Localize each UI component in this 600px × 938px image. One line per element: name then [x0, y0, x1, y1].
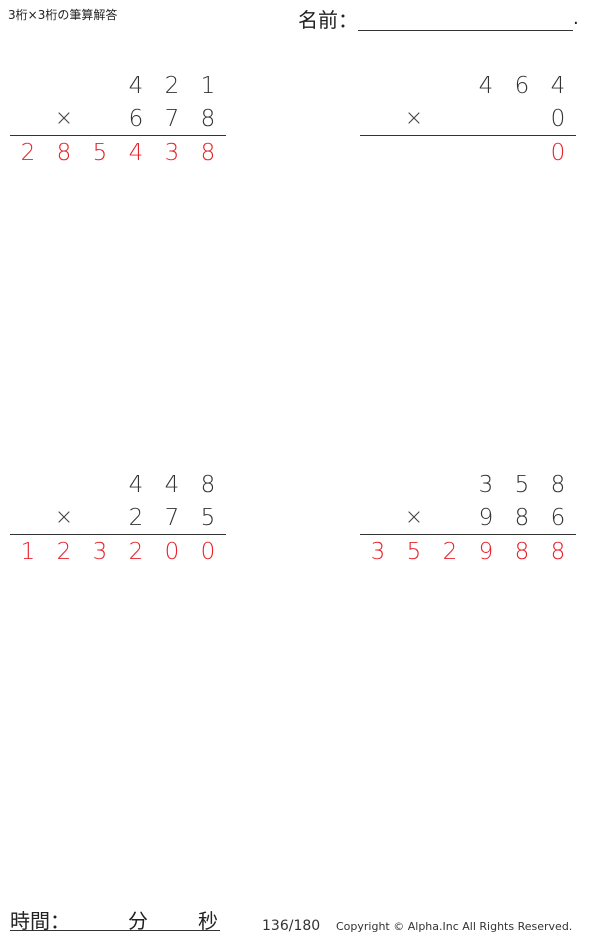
multiply-sign: ×: [54, 505, 74, 530]
answer-digit: 0: [200, 539, 216, 565]
problem-4: 3 5 8 × 9 8 6 3 5 2 9 8 8: [360, 471, 576, 581]
answer-digit: 8: [550, 539, 566, 565]
digit: 8: [514, 505, 530, 531]
answer-digit: 3: [92, 539, 108, 565]
answer-digit: 8: [514, 539, 530, 565]
digit: 2: [128, 505, 144, 531]
minutes-label: 分: [128, 909, 148, 933]
answer-row: 2 8 5 4 3 8: [10, 139, 226, 167]
result-line: [360, 534, 576, 535]
digit: 8: [200, 106, 216, 132]
answer-digit: 4: [128, 140, 144, 166]
answer-digit: 8: [56, 140, 72, 166]
multiplicand-row: 4 2 1: [10, 72, 226, 100]
answer-digit: 0: [164, 539, 180, 565]
answer-row: 3 5 2 9 8 8: [360, 538, 576, 566]
digit: 4: [128, 73, 144, 99]
answer-row: 1 2 3 2 0 0: [10, 538, 226, 566]
name-label: 名前：: [298, 8, 358, 32]
digit: 8: [550, 472, 566, 498]
answer-digit: 3: [164, 140, 180, 166]
answer-digit: 8: [200, 140, 216, 166]
digit: 5: [200, 505, 216, 531]
name-field[interactable]: 名前： .: [298, 4, 588, 34]
multiplier-row: × 6 7 8: [10, 105, 226, 133]
digit: 0: [550, 106, 566, 132]
digit: 5: [514, 472, 530, 498]
multiplicand-row: 4 6 4: [360, 72, 576, 100]
copyright: Copyright © Alpha.Inc All Rights Reserve…: [336, 920, 573, 933]
page-number: 136/180: [262, 918, 321, 934]
digit: 6: [514, 73, 530, 99]
answer-digit: 0: [550, 140, 566, 166]
digit: 6: [128, 106, 144, 132]
answer-digit: 2: [128, 539, 144, 565]
seconds-label: 秒: [198, 909, 218, 933]
digit: 7: [164, 505, 180, 531]
digit: 4: [478, 73, 494, 99]
digit: 6: [550, 505, 566, 531]
digit: 4: [128, 472, 144, 498]
answer-digit: 3: [370, 539, 386, 565]
time-underline: [10, 930, 220, 931]
digit: 7: [164, 106, 180, 132]
answer-digit: 2: [56, 539, 72, 565]
name-end-dot: .: [573, 8, 579, 29]
multiply-sign: ×: [404, 106, 424, 131]
answer-digit: 2: [442, 539, 458, 565]
multiply-sign: ×: [54, 106, 74, 131]
digit: 8: [200, 472, 216, 498]
answer-row: 0: [360, 139, 576, 167]
answer-digit: 5: [406, 539, 422, 565]
time-label: 時間：: [10, 909, 70, 933]
multiplier-row: × 0: [360, 105, 576, 133]
problem-1: 4 2 1 × 6 7 8 2 8 5 4 3 8: [10, 72, 226, 182]
digit: 4: [164, 472, 180, 498]
problem-2: 4 6 4 × 0 0: [360, 72, 576, 182]
digit: 2: [164, 73, 180, 99]
multiplier-row: × 9 8 6: [360, 504, 576, 532]
time-field[interactable]: 時間： 分 秒: [10, 905, 220, 933]
answer-digit: 9: [478, 539, 494, 565]
name-underline: [358, 30, 573, 31]
multiplicand-row: 4 4 8: [10, 471, 226, 499]
digit: 3: [478, 472, 494, 498]
answer-digit: 5: [92, 140, 108, 166]
multiply-sign: ×: [404, 505, 424, 530]
problem-3: 4 4 8 × 2 7 5 1 2 3 2 0 0: [10, 471, 226, 581]
page-title: 3桁×3桁の筆算解答: [8, 8, 118, 22]
digit: 4: [550, 73, 566, 99]
multiplicand-row: 3 5 8: [360, 471, 576, 499]
result-line: [10, 135, 226, 136]
result-line: [360, 135, 576, 136]
result-line: [10, 534, 226, 535]
digit: 9: [478, 505, 494, 531]
digit: 1: [200, 73, 216, 99]
answer-digit: 2: [20, 140, 36, 166]
answer-digit: 1: [20, 539, 36, 565]
multiplier-row: × 2 7 5: [10, 504, 226, 532]
